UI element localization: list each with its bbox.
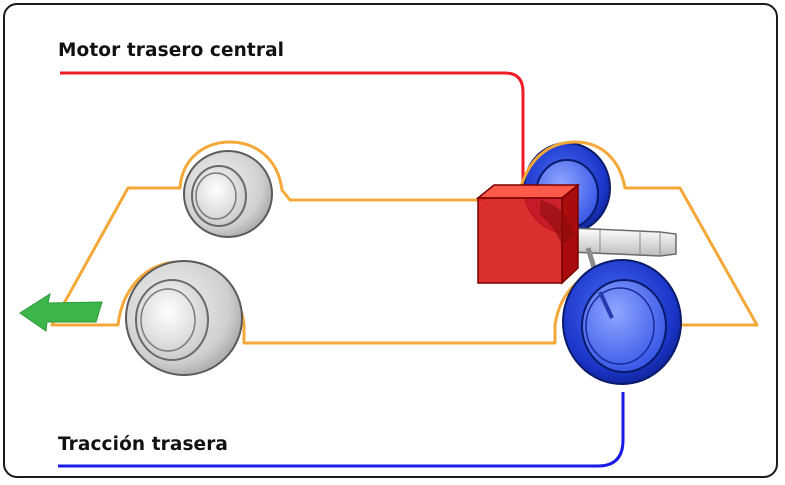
forward-arrow-icon [19,292,103,332]
front-right-free-wheel [125,260,243,376]
engine-block [475,183,581,285]
drive-leader-line [58,392,625,468]
engine-leader-line [60,71,525,190]
rear-right-drive-wheel [562,259,682,385]
drive-type-label: Tracción trasera [58,434,229,455]
engine-position-label: Motor trasero central [58,40,285,61]
front-left-free-wheel [183,150,273,238]
